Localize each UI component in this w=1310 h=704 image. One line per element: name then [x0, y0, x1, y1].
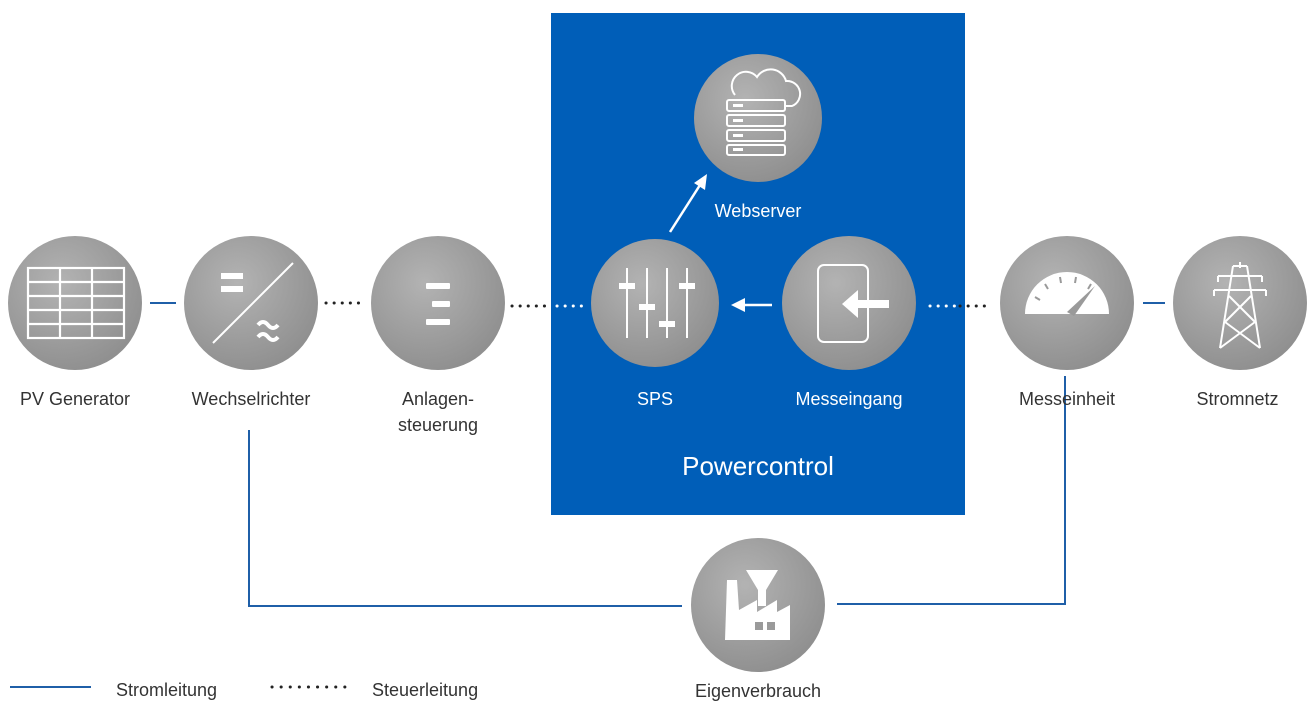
pv-generator-label: PV Generator — [19, 389, 131, 409]
webserver-node — [694, 54, 822, 182]
grid-node — [1173, 236, 1307, 370]
control-menu-icon — [426, 283, 450, 325]
sps-node — [591, 239, 719, 367]
grid-label: Stromnetz — [1196, 389, 1279, 409]
cloud-server-icon — [726, 68, 802, 156]
arrow-input-to-sps — [731, 298, 772, 312]
measurement-input-node — [782, 236, 916, 370]
legend-power-line-label: Stromleitung — [116, 680, 218, 700]
plant-control-node — [371, 236, 505, 370]
legend-control-line-label: Steuerleitung — [372, 680, 479, 700]
webserver-label: Webserver — [714, 201, 802, 221]
power-line-meter-consumption — [837, 376, 1066, 605]
power-pylon-icon — [1213, 262, 1267, 349]
control-lines — [324, 301, 992, 308]
gauge-icon — [1025, 272, 1109, 316]
sps-label: SPS — [636, 389, 674, 409]
meter-label: Messeinheit — [1018, 389, 1116, 409]
dc-ac-converter-icon — [212, 262, 294, 344]
powercontrol-title: Powercontrol — [682, 451, 834, 481]
meter-node — [1000, 236, 1134, 370]
inverter-node — [184, 236, 318, 370]
input-arrow-icon — [817, 264, 889, 343]
power-line-inverter-consumption — [248, 430, 682, 607]
pv-generator-node — [8, 236, 142, 370]
plant-control-label-line1: Anlagen- — [401, 389, 475, 409]
measurement-input-label: Messeingang — [795, 389, 903, 409]
power-lines — [150, 302, 1165, 607]
self-consumption-node — [691, 538, 825, 672]
plant-control-label-line2: steuerung — [397, 415, 479, 435]
inverter-label: Wechselrichter — [191, 389, 311, 409]
arrow-sps-to-webserver — [668, 174, 707, 233]
self-consumption-label: Eigenverbrauch — [694, 681, 822, 701]
solar-panel-icon — [26, 266, 126, 340]
